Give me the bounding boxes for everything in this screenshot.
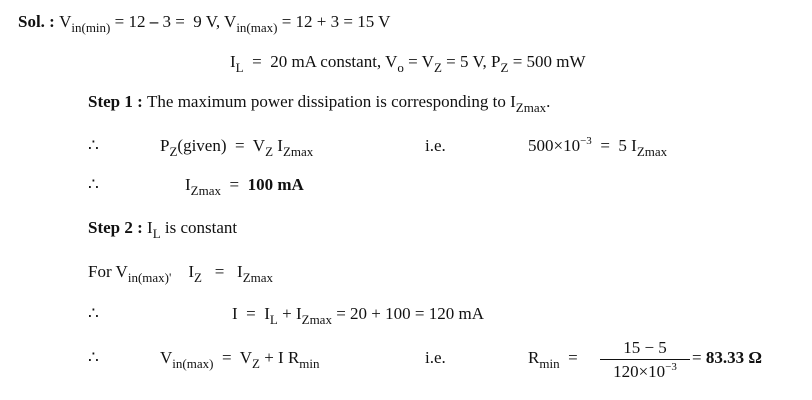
izmax-result-line-part: ∴ [88, 175, 99, 195]
subscript: L [152, 226, 161, 241]
text-run: R [528, 348, 540, 367]
text-run: 500×10 [528, 136, 581, 155]
fraction-bar [600, 359, 690, 360]
text-run: I [230, 52, 236, 71]
subscript: Zmax [242, 270, 274, 285]
rmin-equation-line-part: Vin(max) = VZ + I Rmin [160, 348, 320, 371]
text-run: = [692, 348, 706, 367]
text-run: i.e. [425, 348, 446, 367]
subscript: Z [433, 60, 442, 75]
subscript: Z [169, 144, 178, 159]
text-run: = 5 I [591, 136, 637, 155]
rmin-fraction: 15 − 5 120×10−3 [598, 337, 692, 382]
subscript: min [299, 356, 320, 371]
text-run: – [149, 12, 159, 31]
text-run: = 500 mW [508, 52, 586, 71]
subscript: Z [500, 60, 509, 75]
text-run: = V [213, 348, 252, 367]
fraction-numerator: 15 − 5 [623, 338, 667, 357]
given-line-part: IL = 20 mA constant, Vo = VZ = 5 V, PZ =… [230, 52, 586, 75]
text-run: = I [201, 262, 243, 281]
text-run: = 12 [110, 12, 150, 31]
fraction-denominator: 120×10−3 [598, 360, 692, 382]
subscript: Z [265, 144, 274, 159]
power-equation-line-part: ∴ [88, 136, 99, 156]
denominator-exponent: −3 [665, 361, 677, 373]
text-run: i.e. [425, 136, 446, 155]
subscript: in(min) [71, 20, 111, 35]
subscript: Zmax [282, 144, 314, 159]
text-run: is constant [160, 218, 238, 237]
power-equation-line-part: PZ(given) = VZ IZmax [160, 136, 314, 159]
subscript: Z [252, 356, 260, 371]
text-run: 100 mA [247, 175, 304, 194]
text-run: ∴ [88, 175, 99, 194]
text-run: 83.33 Ω [705, 348, 762, 367]
current-sum-line-part: I = IL + IZmax = 20 + 100 = 120 mA [232, 304, 484, 327]
text-run: 3 = 9 V, V [158, 12, 237, 31]
subscript: L [235, 60, 244, 75]
text-run: I [147, 218, 153, 237]
subscript: Zmax [190, 183, 221, 198]
for-vinmax-line-part: For Vin(max)' IZ = IZmax [88, 262, 274, 285]
step1-line-part: Step 1 : The maximum power dissipation i… [88, 92, 551, 115]
text-run: V [160, 348, 173, 367]
text-run: P [160, 136, 170, 155]
subscript: L [269, 312, 278, 327]
power-equation-line-part: 500×10−3 = 5 IZmax [528, 135, 668, 159]
text-run: For V [88, 262, 128, 281]
text-run: = 20 + 100 = 120 mA [331, 304, 484, 323]
text-run: Sol. : [18, 12, 60, 31]
subscript: o [397, 60, 404, 75]
current-sum-line-part: ∴ [88, 304, 99, 324]
text-run: + I R [259, 348, 300, 367]
text-run: I [273, 136, 283, 155]
text-run: I [171, 262, 195, 281]
subscript: Zmax [636, 144, 668, 159]
subscript: Zmax [301, 312, 332, 327]
text-run: + I [277, 304, 302, 323]
text-run: = 12 + 3 = 15 V [277, 12, 391, 31]
text-run: ∴ [88, 348, 99, 367]
text-run: V [59, 12, 72, 31]
subscript: in(max) [236, 20, 278, 35]
rmin-equation-line-part: i.e. [425, 348, 446, 368]
text-run: . [546, 92, 551, 111]
rmin-equation-line-part: = 83.33 Ω [692, 348, 762, 368]
subscript: in(max)' [127, 270, 172, 285]
text-run: I [185, 175, 191, 194]
text-run: I = I [232, 304, 270, 323]
text-run: = [221, 175, 248, 194]
izmax-result-line-part: IZmax = 100 mA [185, 175, 304, 198]
rmin-equation-line-part: ∴ [88, 348, 99, 368]
subscript: Z [194, 270, 202, 285]
text-run: = V [403, 52, 434, 71]
step2-line-part: Step 2 : IL is constant [88, 218, 238, 241]
text-run: Step 1 : [88, 92, 148, 111]
text-run: = [559, 348, 578, 367]
text-run: ∴ [88, 136, 99, 155]
text-run: ∴ [88, 304, 99, 323]
denominator-base: 120×10 [613, 362, 666, 381]
subscript: min [539, 356, 560, 371]
text-run: = 20 mA constant, V [243, 52, 398, 71]
power-equation-line-part: i.e. [425, 136, 446, 156]
subscript: Zmax [515, 100, 547, 115]
sol-line-part: Sol. : Vin(min) = 12 – 3 = 9 V, Vin(max)… [18, 12, 391, 35]
text-run: (given) = V [177, 136, 266, 155]
subscript: in(max) [172, 356, 214, 371]
text-run: = 5 V, P [441, 52, 501, 71]
rmin-equation-line-part: Rmin = [528, 348, 578, 371]
superscript: −3 [580, 135, 592, 147]
text-run: The maximum power dissipation is corresp… [147, 92, 516, 111]
text-run: Step 2 : [88, 218, 148, 237]
